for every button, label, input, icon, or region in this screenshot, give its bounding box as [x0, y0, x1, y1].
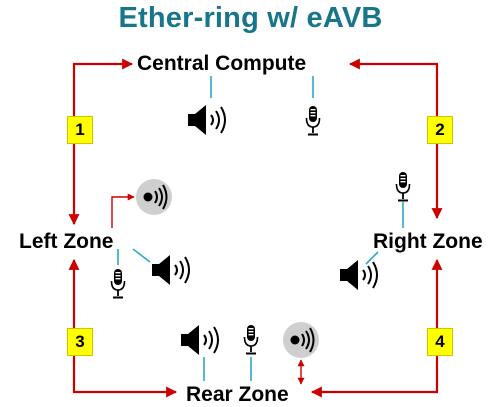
zone-left: Left Zone — [19, 230, 114, 253]
zone-rear: Rear Zone — [186, 383, 289, 406]
diagram-title: Ether-ring w/ eAVB — [118, 2, 383, 34]
speaker-icon — [152, 255, 190, 285]
zone-central-compute: Central Compute — [137, 52, 307, 75]
ring-arrow-central-right — [348, 58, 443, 220]
speaker-icon — [340, 260, 378, 290]
microphone-icon — [243, 325, 259, 355]
segment-badge-1: 1 — [67, 116, 93, 144]
microphone-icon — [395, 172, 411, 202]
segment-badge-3: 3 — [67, 328, 93, 356]
left-sound-arrow — [111, 193, 135, 228]
connector-right-speaker — [365, 251, 379, 265]
sound-source-icon — [136, 179, 172, 215]
sound-source-icon — [283, 322, 319, 358]
segment-badge-4: 4 — [427, 328, 453, 356]
segment-badge-2: 2 — [427, 116, 453, 144]
speaker-icon — [181, 325, 219, 355]
speaker-icon — [188, 105, 226, 135]
microphone-icon — [305, 106, 321, 136]
ring-arrow-left-rear — [68, 258, 178, 398]
connector-left-speaker — [132, 248, 151, 263]
zone-right: Right Zone — [373, 230, 483, 253]
microphone-icon — [110, 269, 126, 299]
ring-arrow-central-left — [68, 58, 134, 226]
ring-arrow-right-rear — [310, 258, 443, 398]
